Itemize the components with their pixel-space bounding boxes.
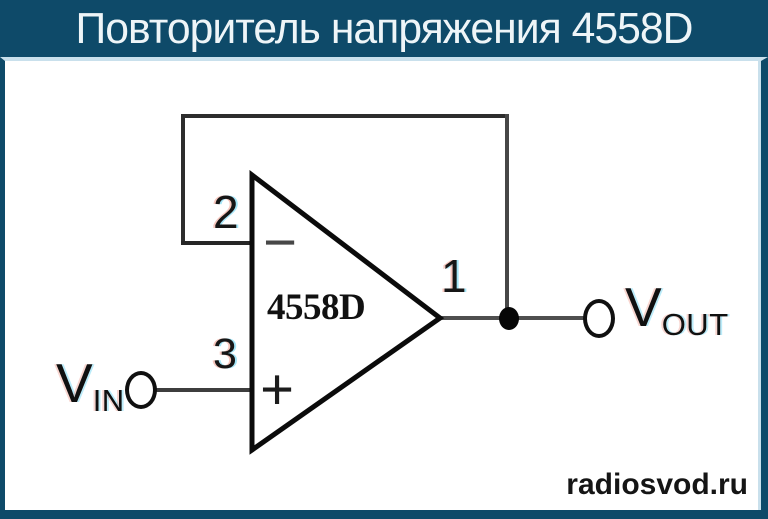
input-terminal-circle [125, 371, 157, 409]
feedback-wire-top [181, 114, 509, 118]
opamp-part-label: 4558D [267, 287, 366, 328]
watermark: radiosvod.ru [566, 468, 748, 501]
output-terminal-circle [583, 299, 615, 338]
pin-2-label: 2 [213, 186, 239, 238]
vin-label: VIN [56, 356, 125, 418]
page-title: Повторитель напряжения 4558D [75, 3, 694, 53]
pin-3-label: 3 [213, 330, 237, 378]
junction-dot [499, 307, 519, 330]
pin-1-label: 1 [441, 250, 467, 302]
inverting-input-wire [181, 241, 254, 245]
vin-base: V [56, 352, 93, 414]
footer-strip [0, 510, 768, 519]
noninverting-input-symbol: + [260, 357, 294, 422]
vout-label: VOUT [625, 280, 729, 342]
opamp-triangle [249, 170, 445, 455]
feedback-wire-right [505, 114, 509, 320]
feedback-wire-left [181, 114, 185, 245]
vout-subscript: OUT [661, 307, 729, 342]
vout-base: V [625, 276, 662, 338]
input-wire [156, 388, 254, 392]
title-banner: Повторитель напряжения 4558D [0, 0, 768, 57]
vin-subscript: IN [92, 383, 125, 418]
inverting-input-symbol: − [263, 210, 297, 275]
